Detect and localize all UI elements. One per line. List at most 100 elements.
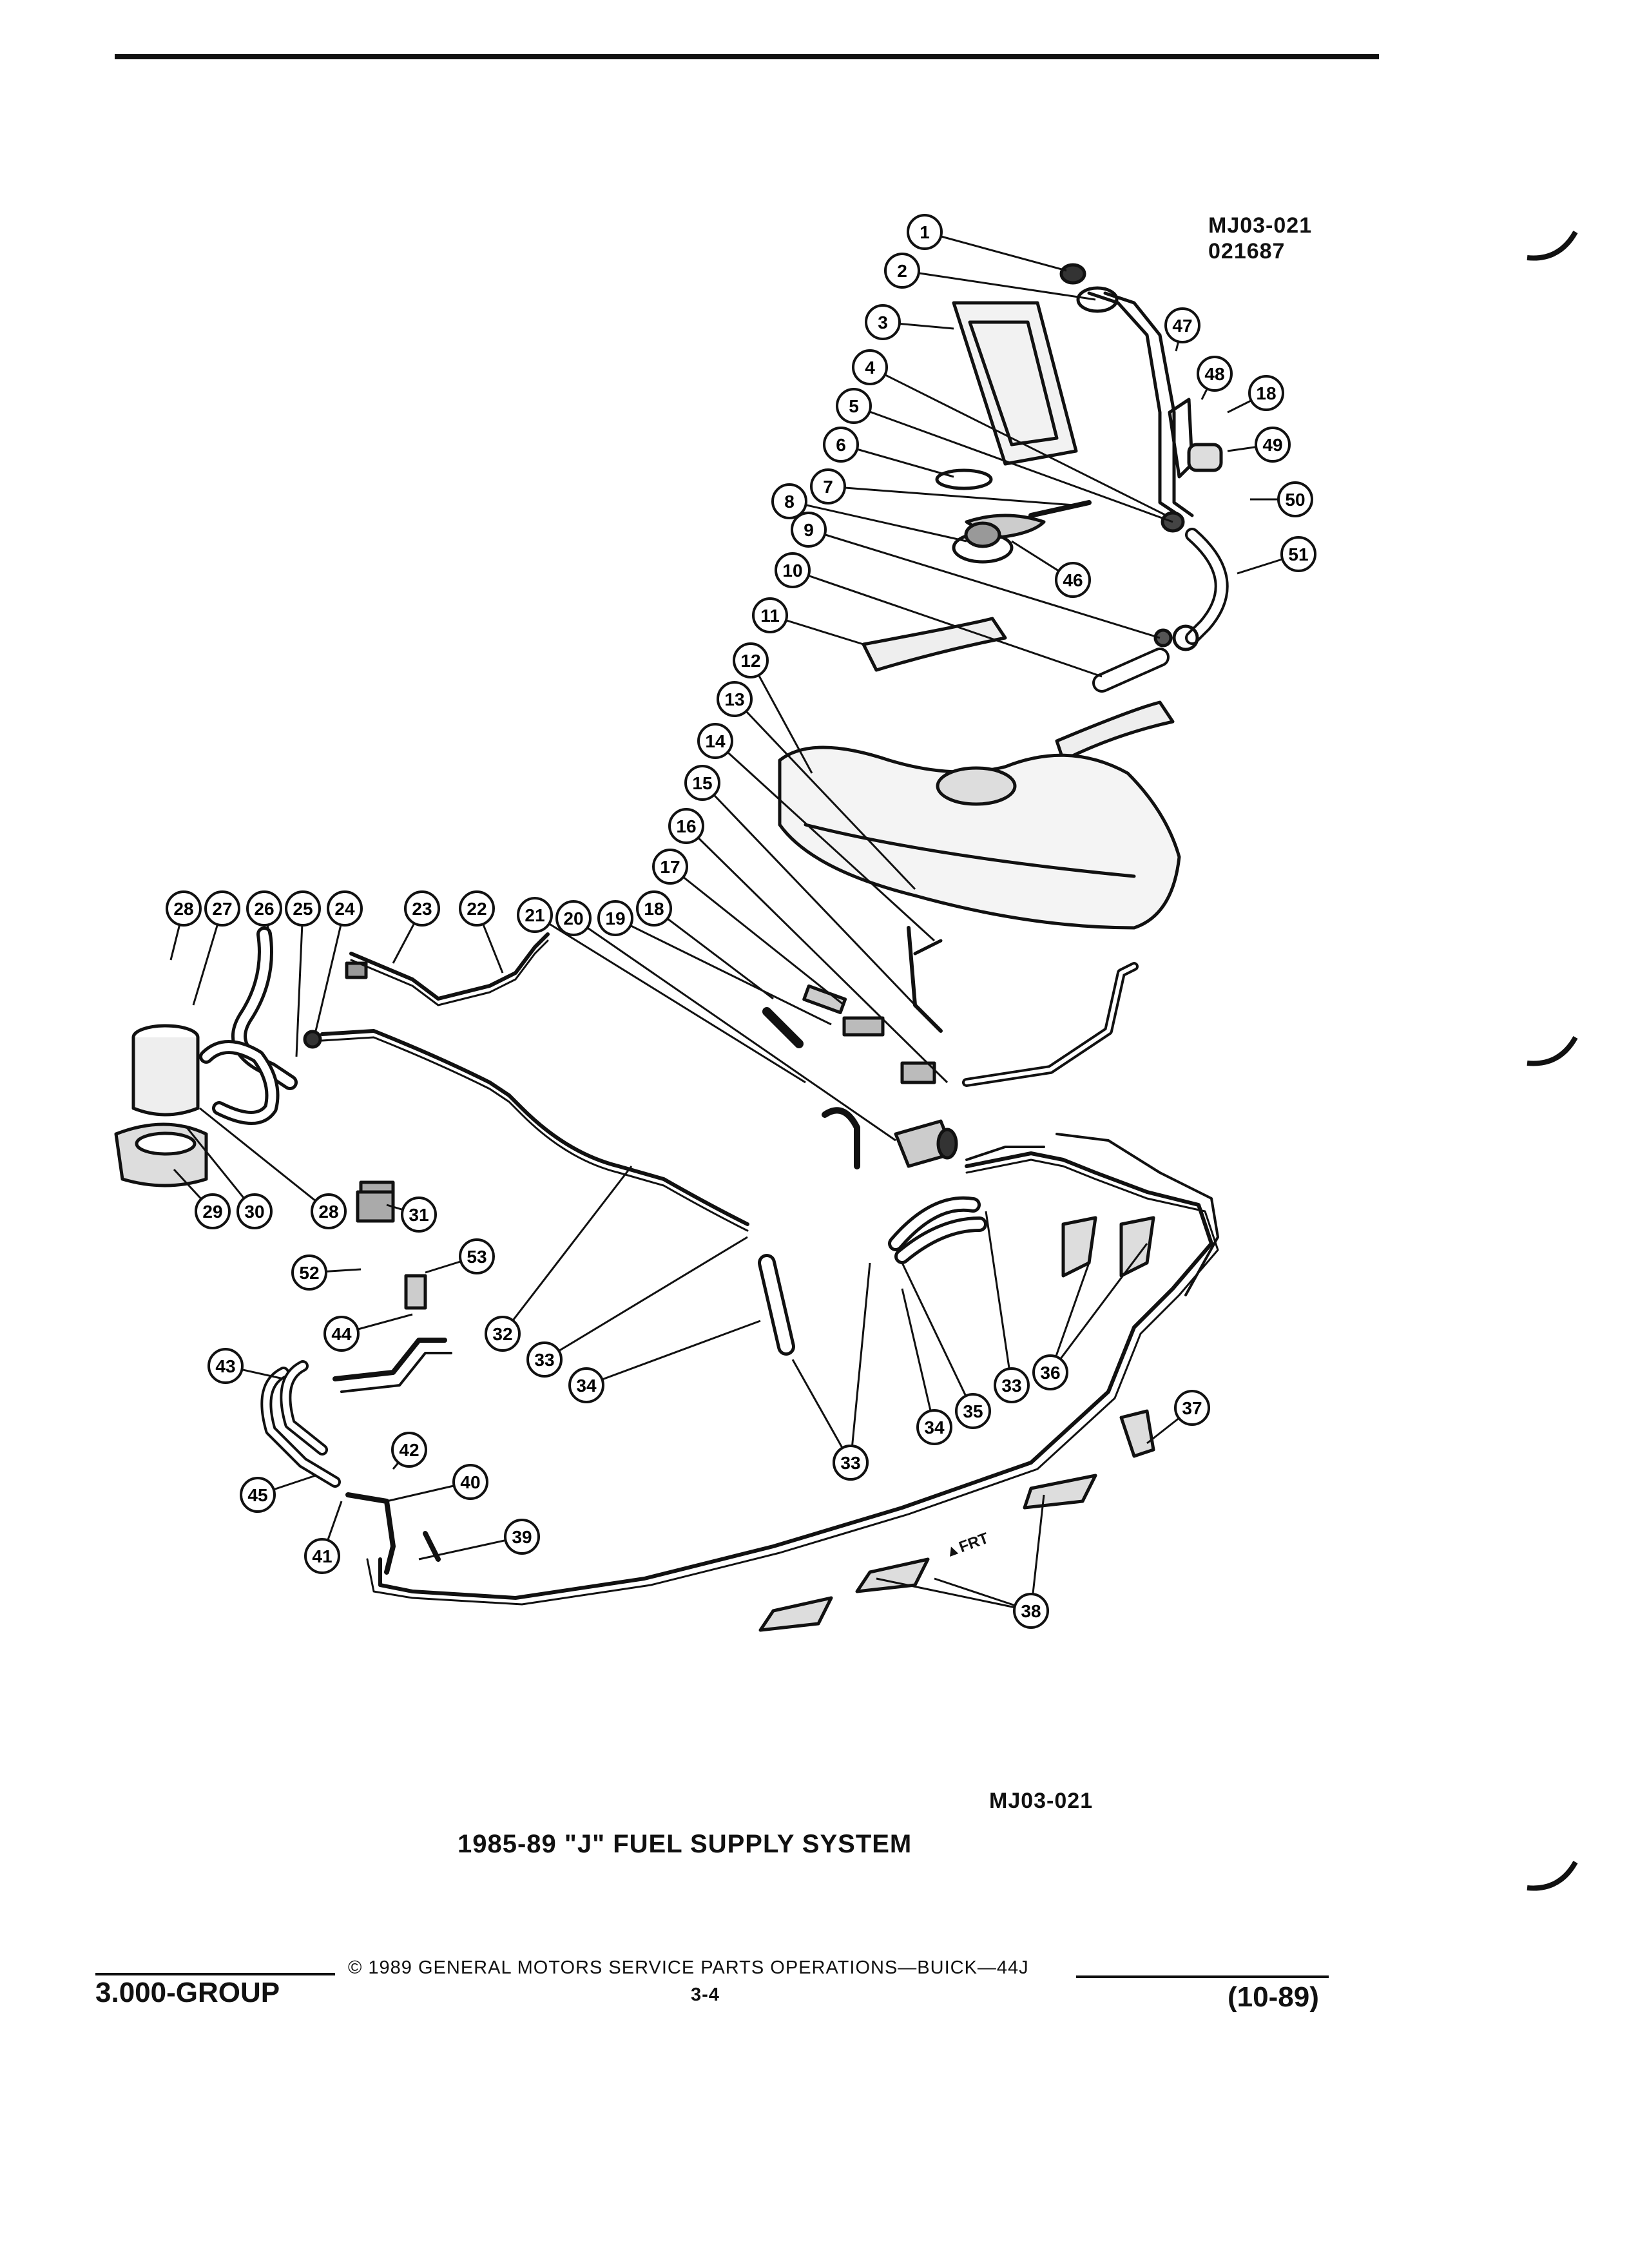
callout-circle [1032,1354,1068,1390]
filler-neck [1087,291,1181,517]
callout-number: 53 [467,1247,487,1267]
evap-canister [131,1035,200,1117]
leader-line [670,865,845,1006]
leader-line [653,907,774,1000]
callout-16: 16 [668,808,704,844]
callout-5: 5 [836,388,872,424]
callout-circle [775,552,811,588]
callout-circle [485,1316,521,1352]
callout-number: 42 [399,1440,419,1460]
callout-53: 53 [459,1238,495,1274]
leader-line [791,1359,852,1463]
callout-23: 23 [404,890,440,927]
callout-number: 4 [865,358,875,378]
callout-number: 7 [823,477,833,497]
callout-number: 30 [244,1202,264,1222]
callout-35: 35 [955,1393,991,1429]
callout-circle [865,304,901,340]
callout-circle [401,1196,437,1233]
callout-number: 34 [576,1376,597,1396]
callout-circle [1197,356,1233,392]
callout-number: 5 [849,396,859,416]
callout-number: 28 [318,1202,338,1222]
callout-8: 8 [771,483,807,519]
binding-marks [1527,230,1578,1891]
callout-circle [311,1193,347,1229]
callout-circle [1255,427,1291,463]
callout-number: 43 [215,1356,235,1376]
callout-10: 10 [775,552,811,588]
leader-line [199,1107,329,1213]
callout-number: 46 [1063,570,1083,590]
leader-line [789,500,967,543]
callout-circle [285,890,321,927]
callout-number: 23 [412,899,432,919]
callout-circle [791,512,827,548]
leader-line [849,1262,871,1463]
callout-circle [404,890,440,927]
callout-38: 38 [1013,1593,1049,1629]
callout-number: 48 [1204,364,1224,384]
callout-number: 26 [254,899,274,919]
callout-number: 2 [897,261,907,281]
callout-14: 14 [697,723,733,759]
callout-7: 7 [810,468,846,505]
leader-line [901,269,1096,301]
callout-34: 34 [916,1409,952,1445]
callout-9: 9 [791,512,827,548]
callout-33: 33 [833,1445,869,1481]
fuel-line-rail [378,1151,1213,1600]
callout-47: 47 [1164,307,1200,343]
callout-circle [555,900,592,936]
tank-strap-upper [862,617,1007,672]
callout-29: 29 [195,1193,231,1229]
leader-line [544,1236,748,1361]
leader-line [901,1262,974,1412]
callout-circle [771,483,807,519]
callout-number: 9 [804,520,814,540]
leader-line [1049,1262,1090,1373]
callout-circle [668,808,704,844]
callout-circle [391,1432,427,1468]
callout-circle [504,1519,540,1555]
callout-circle [1013,1593,1049,1629]
callout-number: 27 [212,899,232,919]
callout-36: 36 [1032,1354,1068,1390]
callout-44: 44 [323,1316,360,1352]
callout-number: 10 [782,561,802,581]
callout-circle [597,900,633,936]
leader-line [901,1288,936,1428]
figure-code-top: MJ03-021 021687 [1208,213,1337,264]
callout-13: 13 [717,681,753,717]
callout-41: 41 [304,1538,340,1574]
callout-1: 1 [907,214,943,250]
callout-26: 26 [246,890,282,927]
leader-line [714,740,936,942]
leader-line [501,1166,633,1334]
callout-40: 40 [452,1464,488,1500]
vapor-line [349,932,550,1001]
callout-32: 32 [485,1316,521,1352]
figure-code: MJ03-021 [1208,213,1313,238]
callout-number: 33 [1001,1376,1021,1396]
callout-52: 52 [291,1254,327,1291]
callout-number: 39 [512,1527,532,1547]
callout-circle [459,1238,495,1274]
callout-circle [207,1348,244,1384]
callout-circle [240,1477,276,1513]
callout-circle [291,1254,327,1291]
leader-line [827,485,1083,507]
callout-number: 6 [836,435,846,455]
callout-circle [916,1409,952,1445]
callout-number: 33 [840,1453,860,1473]
callout-33: 33 [526,1341,563,1378]
leader-line [869,366,1167,517]
callout-circle [636,890,672,927]
callout-number: 1 [920,222,930,242]
callout-number: 15 [692,773,712,793]
callout-circle [652,849,688,885]
callout-circle [204,890,240,927]
callout-25: 25 [285,890,321,927]
footer-revision: (10-89) [1228,1981,1319,2013]
filler-cap [1059,263,1086,285]
